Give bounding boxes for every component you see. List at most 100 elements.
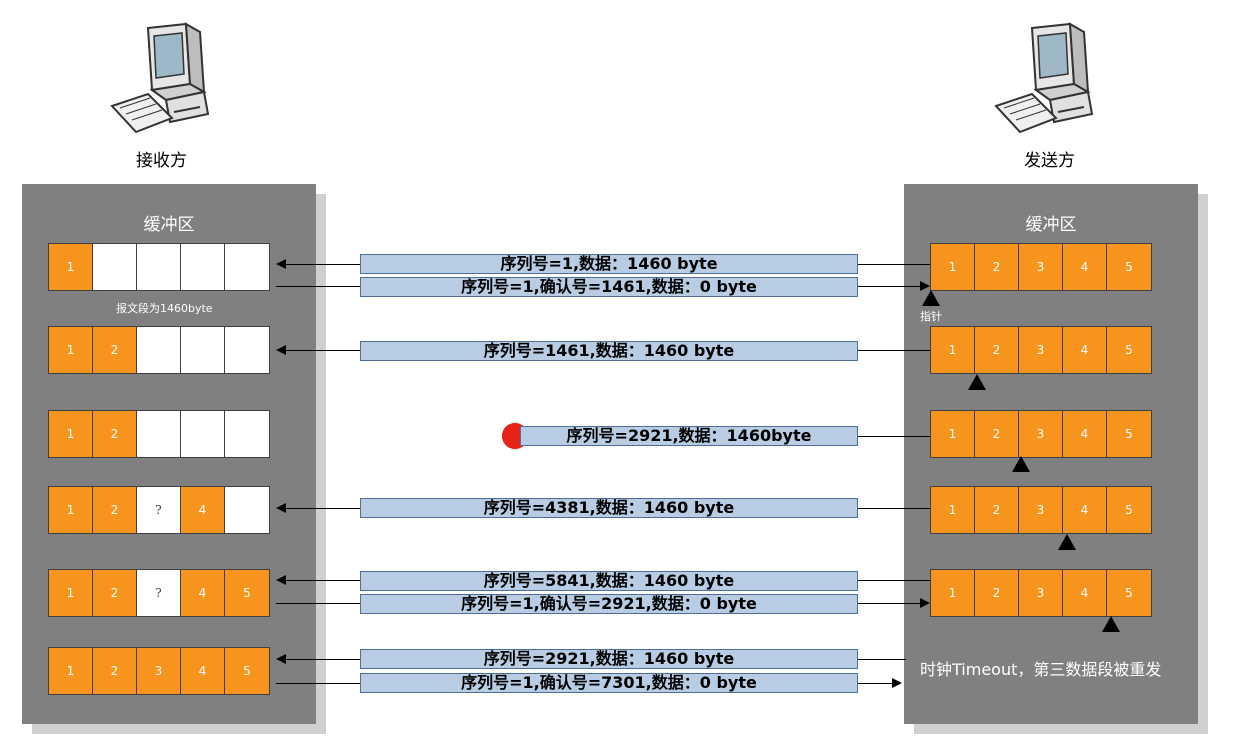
receiver-computer-icon <box>110 22 210 134</box>
receiver-buffer-cell <box>181 327 225 373</box>
receiver-buffer-cell <box>137 327 181 373</box>
message-seq-2921-lost: 序列号=2921,数据：1460byte <box>520 426 858 446</box>
sender-buffer-cell: 5 <box>1107 244 1151 290</box>
message-line <box>858 286 922 287</box>
sender-buffer-cell: 3 <box>1019 411 1063 457</box>
pointer-label: 指针 <box>920 310 942 323</box>
sender-buffer-cell: 4 <box>1063 327 1107 373</box>
receiver-buffer-cell <box>137 244 181 290</box>
receiver-buffer-cell: 4 <box>181 570 225 616</box>
message-line <box>858 683 894 684</box>
message-line <box>858 350 930 351</box>
pointer-marker <box>968 374 986 390</box>
sender-buffer-cell: 4 <box>1063 244 1107 290</box>
message-ack-2921: 序列号=1,确认号=2921,数据：0 byte <box>360 594 858 614</box>
arrow-right <box>920 598 930 608</box>
sender-buffer-cell: 1 <box>931 244 975 290</box>
receiver-buffer-cell <box>225 487 269 533</box>
arrow-left <box>276 575 286 585</box>
message-seq-1461: 序列号=1461,数据：1460 byte <box>360 341 858 361</box>
receiver-buffer-cell: 2 <box>93 327 137 373</box>
message-line <box>276 286 360 287</box>
receiver-buffer-cell <box>181 411 225 457</box>
receiver-buffer-cell: 2 <box>93 487 137 533</box>
sender-buffer-cell: 1 <box>931 327 975 373</box>
message-line <box>858 603 922 604</box>
message-line <box>858 264 930 265</box>
arrow-left <box>276 654 286 664</box>
sender-buffer-cell: 5 <box>1107 487 1151 533</box>
message-seq-4381: 序列号=4381,数据：1460 byte <box>360 498 858 518</box>
pointer-marker <box>922 290 940 306</box>
sender-buffer-cell: 5 <box>1107 411 1151 457</box>
sender-computer-icon <box>994 22 1094 134</box>
pointer-marker <box>1058 534 1076 550</box>
receiver-buffer-cell: 5 <box>225 648 269 694</box>
receiver-buffer-cell: 5 <box>225 570 269 616</box>
sender-buffer-cell: 2 <box>975 570 1019 616</box>
receiver-buffer-cell: 2 <box>93 411 137 457</box>
message-ack-7301: 序列号=1,确认号=7301,数据：0 byte <box>360 673 858 693</box>
arrow-left <box>276 259 286 269</box>
sender-buffer-cell: 2 <box>975 487 1019 533</box>
receiver-buffer-cell: 2 <box>93 648 137 694</box>
message-seq-5841: 序列号=5841,数据：1460 byte <box>360 571 858 591</box>
arrow-right <box>920 281 930 291</box>
receiver-buffer-cell <box>225 411 269 457</box>
sender-buffer-cell: 1 <box>931 487 975 533</box>
message-line <box>858 508 930 509</box>
sender-buffer-cell: 5 <box>1107 327 1151 373</box>
sender-buffer-title: 缓冲区 <box>1025 215 1077 235</box>
sender-name: 发送方 <box>1024 151 1075 171</box>
message-ack-1461: 序列号=1,确认号=1461,数据：0 byte <box>360 277 858 297</box>
sender-buffer-cell: 3 <box>1019 487 1063 533</box>
receiver-name: 接收方 <box>136 151 187 171</box>
message-line <box>276 603 360 604</box>
receiver-buffer-cell: ? <box>137 570 181 616</box>
receiver-buffer-cell: 1 <box>49 327 93 373</box>
receiver-buffer-cell: 2 <box>93 570 137 616</box>
message-line <box>858 436 930 437</box>
message-line <box>858 580 930 581</box>
sender-buffer-cell: 3 <box>1019 327 1063 373</box>
message-line <box>276 683 360 684</box>
sender-buffer-cell: 2 <box>975 411 1019 457</box>
sender-buffer-cell: 4 <box>1063 487 1107 533</box>
segment-note: 报文段为1460byte <box>116 302 213 315</box>
receiver-buffer-row: 1 <box>48 243 270 291</box>
message-line <box>284 508 360 509</box>
sender-buffer-cell: 5 <box>1107 570 1151 616</box>
arrow-left <box>276 503 286 513</box>
receiver-buffer-cell <box>181 244 225 290</box>
sender-buffer-cell: 1 <box>931 411 975 457</box>
receiver-buffer-cell: 1 <box>49 487 93 533</box>
pointer-marker <box>1012 456 1030 472</box>
receiver-buffer-cell: ? <box>137 487 181 533</box>
sender-buffer-cell: 3 <box>1019 244 1063 290</box>
sender-buffer-cell: 2 <box>975 327 1019 373</box>
arrow-right <box>892 678 902 688</box>
sender-buffer-cell: 1 <box>931 570 975 616</box>
receiver-buffer-cell <box>137 411 181 457</box>
message-line <box>284 350 360 351</box>
receiver-buffer-cell: 1 <box>49 411 93 457</box>
message-line <box>284 264 360 265</box>
receiver-buffer-cell <box>225 244 269 290</box>
sender-buffer-cell: 4 <box>1063 411 1107 457</box>
receiver-buffer-cell: 3 <box>137 648 181 694</box>
receiver-buffer-cell: 1 <box>49 648 93 694</box>
message-seq-1: 序列号=1,数据：1460 byte <box>360 254 858 274</box>
timeout-note: 时钟Timeout，第三数据段被重发 <box>920 660 1162 679</box>
arrow-left <box>276 345 286 355</box>
receiver-buffer-cell <box>93 244 137 290</box>
receiver-buffer-title: 缓冲区 <box>143 215 195 235</box>
message-line <box>284 580 360 581</box>
